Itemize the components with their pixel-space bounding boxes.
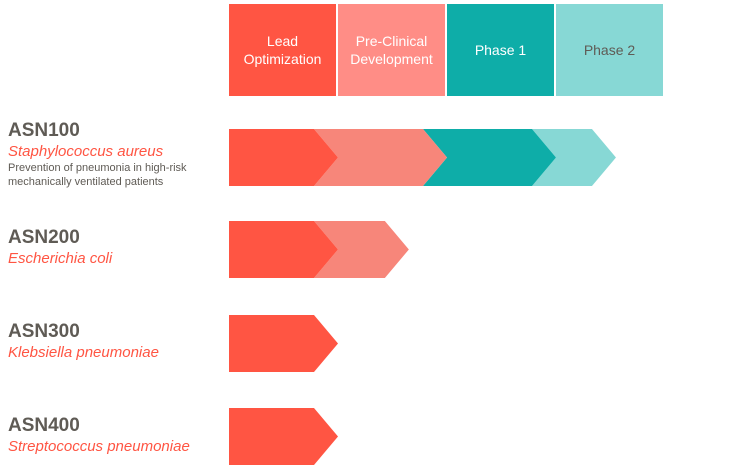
program-indication: Prevention of pneumonia in high-risk mec… [8, 162, 187, 188]
program-asn400: ASN400 Streptococcus pneumoniae [8, 415, 190, 456]
program-organism: Klebsiella pneumoniae [8, 344, 159, 361]
program-organism: Staphylococcus aureus [8, 143, 164, 160]
phase-pre-clinical: Pre-Clinical Development [338, 4, 445, 96]
phase-1: Phase 1 [447, 4, 554, 96]
program-name: ASN200 [8, 227, 80, 248]
program-asn300: ASN300 Klebsiella pneumoniae [8, 321, 159, 362]
bar-asn200-lead-optimization [229, 221, 338, 278]
bar-asn100-phase-1 [423, 129, 556, 186]
phase-2: Phase 2 [556, 4, 663, 96]
phase-lead-optimization: Lead Optimization [229, 4, 336, 96]
bar-asn200-pre-clinical [314, 221, 409, 278]
phase-label: Lead Optimization [243, 33, 322, 67]
bar-asn300-lead-optimization [229, 315, 338, 372]
phase-label: Phase 2 [583, 42, 636, 58]
program-asn200: ASN200 Escherichia coli [8, 227, 112, 268]
program-name: ASN100 [8, 120, 80, 141]
program-organism: Escherichia coli [8, 250, 113, 267]
phase-label: Phase 1 [474, 42, 527, 58]
program-name: ASN400 [8, 415, 80, 436]
bar-asn400-lead-optimization [229, 408, 338, 465]
bar-asn100-pre-clinical [314, 129, 447, 186]
phase-label: Pre-Clinical Development [350, 33, 433, 67]
bar-asn100-phase-2 [532, 129, 616, 186]
bar-asn100-lead-optimization [229, 129, 338, 186]
program-name: ASN300 [8, 321, 80, 342]
program-organism: Streptococcus pneumoniae [8, 438, 190, 455]
program-asn100: ASN100 Staphylococcus aureus Prevention … [8, 120, 218, 189]
